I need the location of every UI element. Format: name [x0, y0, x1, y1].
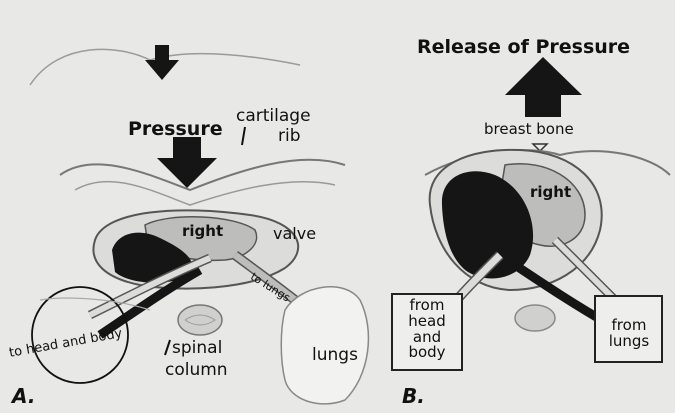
breast-bone-label: breast bone	[484, 120, 574, 138]
panel-a-marker: A.	[12, 384, 35, 408]
small-down-arrow-icon	[145, 45, 179, 80]
release-of-pressure-label: Release of Pressure	[417, 36, 630, 58]
from-lungs-line-2: lungs	[598, 334, 660, 350]
spinal-column-a	[178, 305, 222, 335]
from-head-body-label: from head and body	[396, 298, 458, 361]
spinal-pointer	[165, 340, 170, 355]
right-label-a: right	[182, 222, 223, 240]
release-arrow-icon	[505, 57, 582, 117]
spinal-column-b	[515, 305, 555, 331]
pressure-label: Pressure	[128, 118, 223, 140]
column-label: column	[165, 360, 228, 380]
valve-label: valve	[273, 224, 316, 243]
cartilage-label: cartilage	[236, 106, 311, 126]
cartilage-pointer	[242, 127, 245, 145]
from-lungs-label: from lungs	[598, 318, 660, 350]
rib-label: rib	[278, 126, 301, 146]
lungs-label-a: lungs	[312, 345, 358, 365]
right-label-b: right	[530, 183, 571, 201]
panel-b-marker: B.	[402, 384, 425, 408]
spinal-label: spinal	[172, 338, 222, 358]
from-head-body-line-4: body	[396, 345, 458, 361]
